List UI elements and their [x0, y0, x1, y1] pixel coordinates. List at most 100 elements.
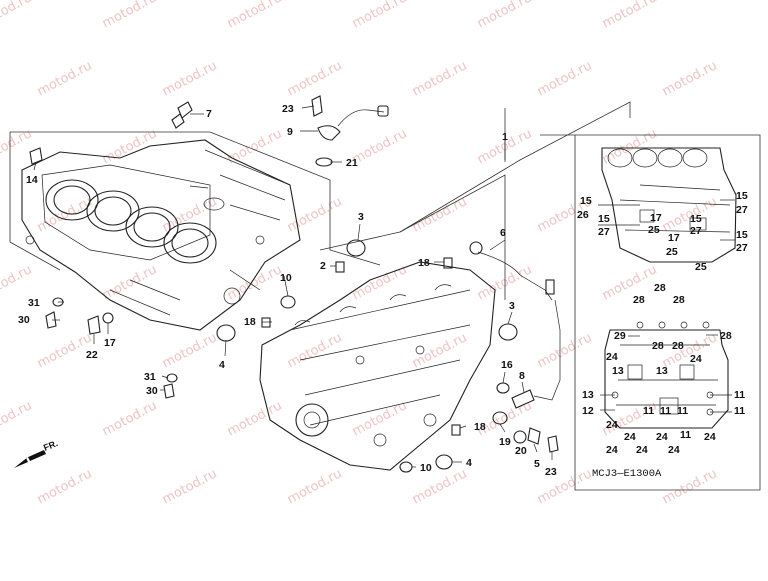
clamp-5 — [527, 427, 541, 445]
cylinder-bore-1 — [45, 179, 99, 221]
dowel-2 — [335, 261, 345, 273]
callout-labels: 7 23 9 21 1 3 2 10 18 4 18 6 3 16 8 19 2… — [18, 103, 557, 478]
inset-label-24: 24 — [606, 444, 618, 456]
inset-label-13: 13 — [656, 365, 668, 377]
inset-label-27: 27 — [736, 204, 748, 216]
callout-19: 19 — [499, 436, 511, 448]
inset-label-24: 24 — [606, 351, 618, 363]
watermark-text: motod.ru — [225, 126, 285, 167]
callout-18-upper: 18 — [418, 257, 430, 269]
inset-label-28: 28 — [652, 340, 664, 352]
bolt-23-lower — [547, 435, 559, 453]
inset-top-labels: 15 26 15 27 17 25 15 27 17 15 27 15 27 2… — [577, 190, 748, 273]
bolt-23 — [311, 95, 323, 117]
callout-14: 14 — [26, 174, 38, 186]
inset-label-24: 24 — [656, 431, 668, 443]
inset-label-26: 26 — [577, 209, 589, 221]
assembly-outline — [9, 101, 761, 491]
watermark-text: motod.ru — [350, 398, 410, 439]
callout-7: 7 — [206, 108, 212, 120]
callout-31-lower: 31 — [144, 371, 156, 383]
inset-label-28: 28 — [654, 282, 666, 294]
oil-pressure-switch — [171, 101, 193, 129]
cylinder-bore-3 — [125, 206, 179, 248]
inset-label-15: 15 — [598, 213, 610, 225]
inset-label-11: 11 — [734, 405, 745, 417]
callout-17: 17 — [104, 337, 116, 349]
watermark-text: motod.ru — [410, 58, 470, 99]
callout-20: 20 — [515, 445, 527, 457]
inset-bottom-labels: 28 28 28 29 28 24 28 28 24 13 13 13 11 1… — [582, 282, 745, 456]
small-parts — [29, 95, 561, 473]
callout-31: 31 — [28, 297, 40, 309]
callout-8: 8 — [519, 370, 525, 382]
leader-lines — [33, 105, 553, 468]
dowel-18-upper — [443, 257, 453, 269]
watermark-text: motod.ru — [0, 398, 35, 439]
oil-jet-10 — [280, 295, 296, 309]
inset-label-24: 24 — [704, 431, 716, 443]
plug-4 — [216, 324, 236, 342]
watermark-text: motod.ru — [285, 58, 345, 99]
inset-label-28: 28 — [672, 340, 684, 352]
inset-label-15: 15 — [690, 213, 702, 225]
washer-17 — [102, 312, 114, 324]
inset-label-15: 15 — [580, 195, 592, 207]
watermark-text: motod.ru — [225, 398, 285, 439]
dowel-18 — [261, 317, 271, 328]
plug-3 — [346, 239, 366, 257]
cylinder-bore-2 — [86, 190, 140, 232]
washer-21 — [315, 157, 333, 167]
callout-10: 10 — [280, 272, 292, 284]
callout-1: 1 — [502, 131, 508, 143]
callout-2: 2 — [320, 260, 326, 272]
watermark-text: motod.ru — [285, 466, 345, 507]
callout-23: 23 — [282, 103, 294, 115]
inset-label-15: 15 — [736, 190, 748, 202]
inset-label-27: 27 — [690, 225, 702, 237]
watermark-text: motod.ru — [475, 0, 535, 32]
watermark-text: motod.ru — [0, 0, 35, 32]
watermark-text: motod.ru — [410, 466, 470, 507]
inset-label-27: 27 — [598, 226, 610, 238]
dowel-18-lower — [451, 424, 461, 436]
callout-3: 3 — [358, 211, 364, 223]
callout-18: 18 — [244, 316, 256, 328]
inset-label-17: 17 — [650, 212, 662, 224]
inset-label-28: 28 — [673, 294, 685, 306]
bolt-30-lower — [163, 383, 175, 399]
inset-label-24: 24 — [636, 444, 648, 456]
inset-label-11: 11 — [660, 405, 671, 417]
inset-label-11: 11 — [680, 429, 691, 441]
watermark-text: motod.ru — [475, 398, 535, 439]
callout-4: 4 — [219, 359, 225, 371]
sensor-8 — [511, 389, 535, 409]
inset-label-25: 25 — [648, 224, 660, 236]
inset-label-24: 24 — [668, 444, 680, 456]
watermark-text: motod.ru — [160, 330, 220, 371]
watermark-text: motod.ru — [410, 194, 470, 235]
harness-grommet-6 — [469, 241, 483, 255]
watermark-text: motod.ru — [600, 0, 660, 32]
watermark-text: motod.ru — [100, 0, 160, 32]
inset-label-17: 17 — [668, 232, 680, 244]
plug-4-lower — [435, 454, 453, 470]
cylinder-bore-4 — [163, 222, 217, 264]
direction-label: FR. — [42, 438, 59, 453]
inset-label-24: 24 — [624, 431, 636, 443]
watermark-text: motod.ru — [100, 126, 160, 167]
callout-6: 6 — [500, 227, 506, 239]
callout-22: 22 — [86, 349, 98, 361]
inset-label-15: 15 — [736, 229, 748, 241]
bolt-14 — [29, 147, 43, 165]
drawing-code: MCJ3—E1300A — [592, 468, 662, 480]
oring-31-lower — [166, 373, 178, 383]
inset-label-27: 27 — [736, 242, 748, 254]
watermark-text: motod.ru — [660, 58, 720, 99]
watermark-text: motod.ru — [35, 58, 95, 99]
inset-label-24: 24 — [690, 353, 702, 365]
watermark-text: motod.ru — [225, 0, 285, 32]
watermark-text: motod.ru — [410, 330, 470, 371]
watermark-text: motod.ru — [660, 466, 720, 507]
